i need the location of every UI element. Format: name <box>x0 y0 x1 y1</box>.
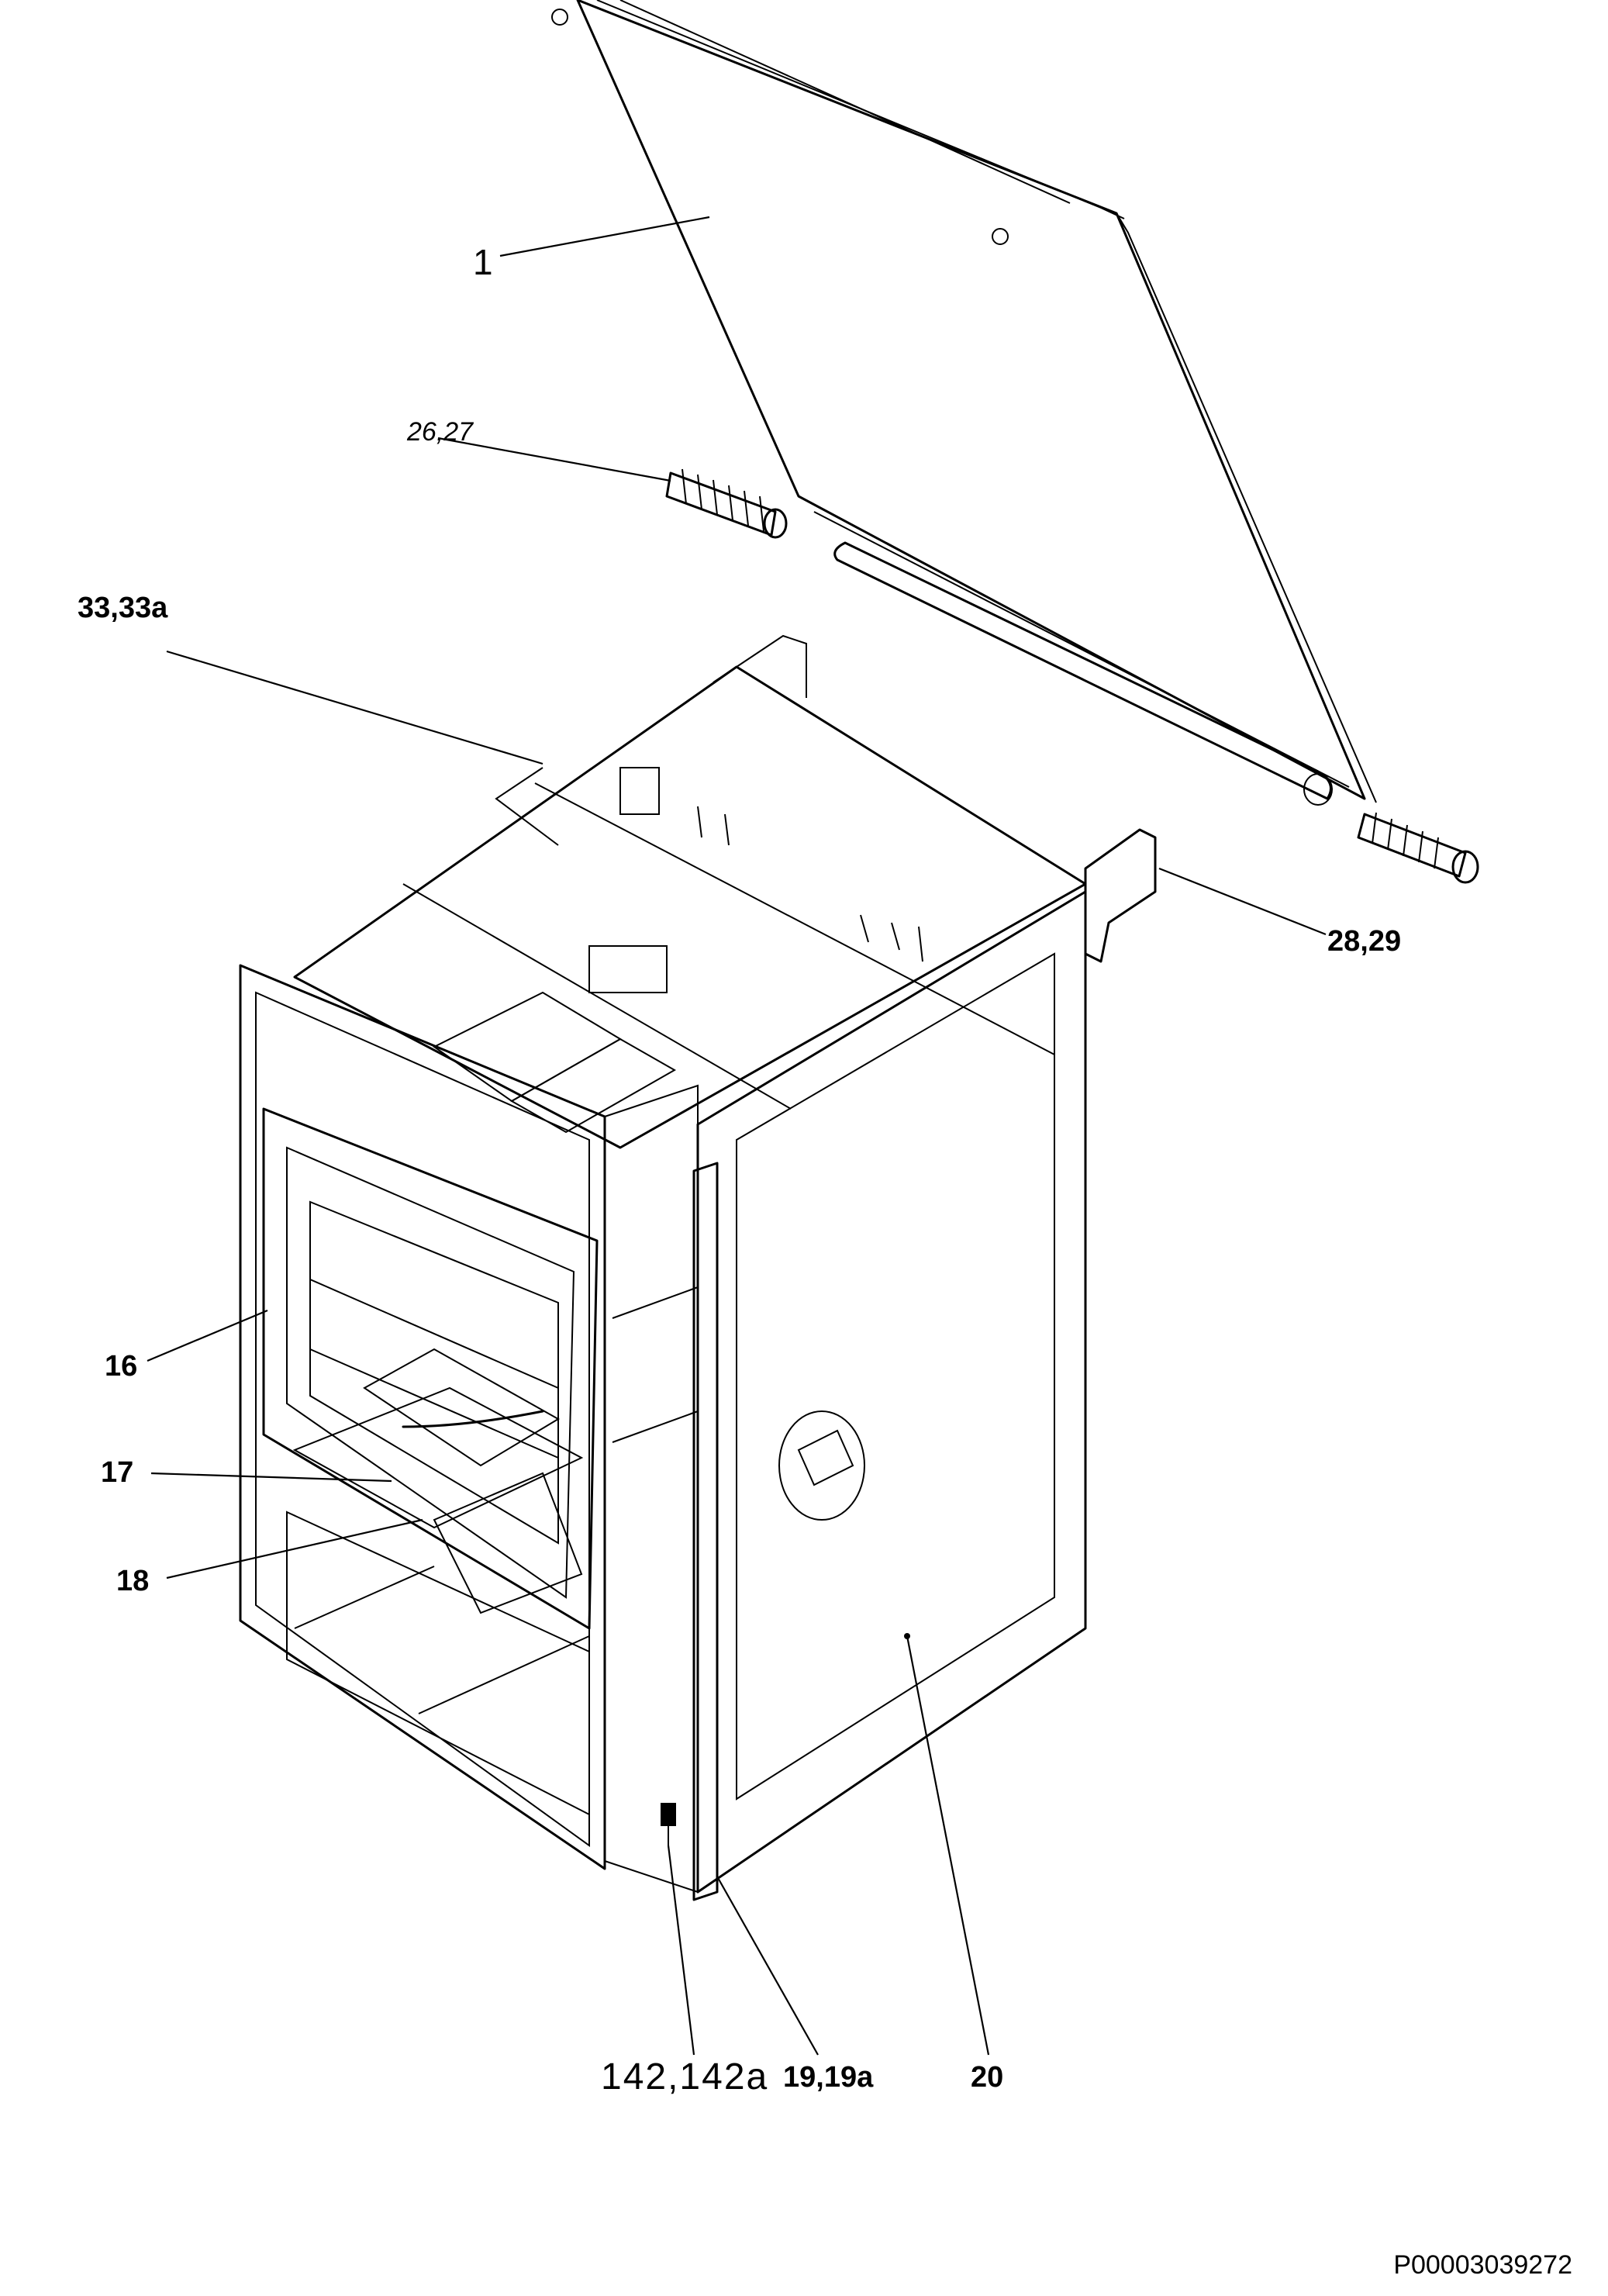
callout-19-19a: 19,19a <box>783 2061 874 2094</box>
rear-bracket-right <box>1084 828 1157 963</box>
callout-20: 20 <box>971 2061 1004 2094</box>
callout-33-33a: 33,33a <box>78 592 168 624</box>
lower-storage-frame <box>286 1511 590 1816</box>
front-trim-strip <box>692 1162 719 1901</box>
callout-18: 18 <box>116 1565 150 1597</box>
bottom-cavity-tray <box>292 1386 584 1614</box>
hinge-spring-right <box>1357 812 1479 884</box>
callout-142-142a: 142,142a <box>601 2056 769 2097</box>
callout-1: 1 <box>473 242 493 282</box>
screw <box>661 1803 676 1845</box>
document-code: P00003039272 <box>1393 2250 1572 2280</box>
hinge-spring-left <box>665 468 788 539</box>
oven-housing-top-frame <box>293 634 1087 1149</box>
callout-16: 16 <box>105 1350 138 1383</box>
side-panel <box>696 890 1087 1894</box>
cover-rear-rod <box>833 541 1333 806</box>
front-frame <box>239 964 606 1870</box>
callout-leaders <box>147 216 1327 2056</box>
oven-cavity <box>309 1200 560 1545</box>
callout-26-27: 26,27 <box>407 417 474 447</box>
top-cover-panel <box>551 0 1377 803</box>
callout-17: 17 <box>101 1456 134 1489</box>
callout-28-29: 28,29 <box>1327 925 1402 958</box>
cavity-side-walls <box>604 1084 699 1894</box>
